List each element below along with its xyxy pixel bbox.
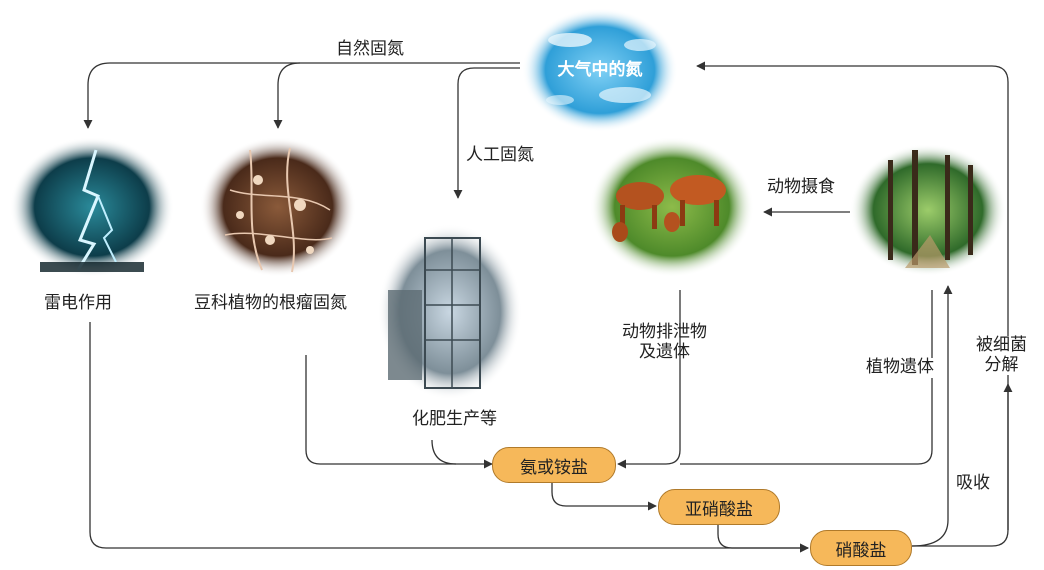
arrow-lightning-to-nitrate <box>89 322 809 553</box>
arrow-to-atmosphere <box>696 61 1009 530</box>
animal-feeding-label: 动物摄食 <box>767 177 835 197</box>
ammonium-node: 氨或铵盐 <box>492 447 616 483</box>
atmosphere-label: 大气中的氮 <box>558 59 643 80</box>
lightning-photo <box>10 137 174 277</box>
nitrate-label: 硝酸盐 <box>835 540 887 561</box>
cows-photo <box>590 137 754 277</box>
fertilizer-factory-photo <box>378 224 522 400</box>
ammonium-label: 氨或铵盐 <box>520 457 588 478</box>
arrow-bacteria <box>912 383 1013 547</box>
nitrite-node: 亚硝酸盐 <box>658 489 780 525</box>
absorption-label: 吸收 <box>956 473 990 494</box>
legume-roots-photo <box>200 137 356 277</box>
lightning-label: 雷电作用 <box>44 293 112 313</box>
arrow-ammonium-to-nitrite <box>551 480 657 511</box>
arrow-absorption <box>911 285 953 547</box>
bacteria-decomposition-label: 被细菌 分解 <box>976 335 1027 376</box>
atmosphere-photo <box>522 8 678 132</box>
forest-photo <box>850 144 1006 276</box>
animal-waste-label: 动物排泄物 及遗体 <box>622 322 707 362</box>
natural-fixation-label: 自然固氮 <box>336 39 404 59</box>
plant-remains-label: 植物遗体 <box>864 357 936 378</box>
artificial-fixation-label: 人工固氮 <box>466 145 534 165</box>
arrow-to-fertilizer <box>453 67 520 199</box>
arrow-animal-waste-to-ammonium <box>617 290 681 469</box>
arrow-fertilizer-to-ammonium <box>431 439 457 465</box>
nitrate-node: 硝酸盐 <box>810 530 912 566</box>
fertilizer-label: 化肥生产等 <box>412 409 497 429</box>
arrow-to-legume <box>273 62 301 129</box>
arrow-to-lightning <box>83 62 520 129</box>
nitrite-label: 亚硝酸盐 <box>685 499 753 520</box>
arrow-plant-remains-to-ammonium <box>680 290 933 465</box>
arrow-legume-to-ammonium <box>305 355 493 469</box>
legume-label: 豆科植物的根瘤固氮 <box>194 293 347 313</box>
